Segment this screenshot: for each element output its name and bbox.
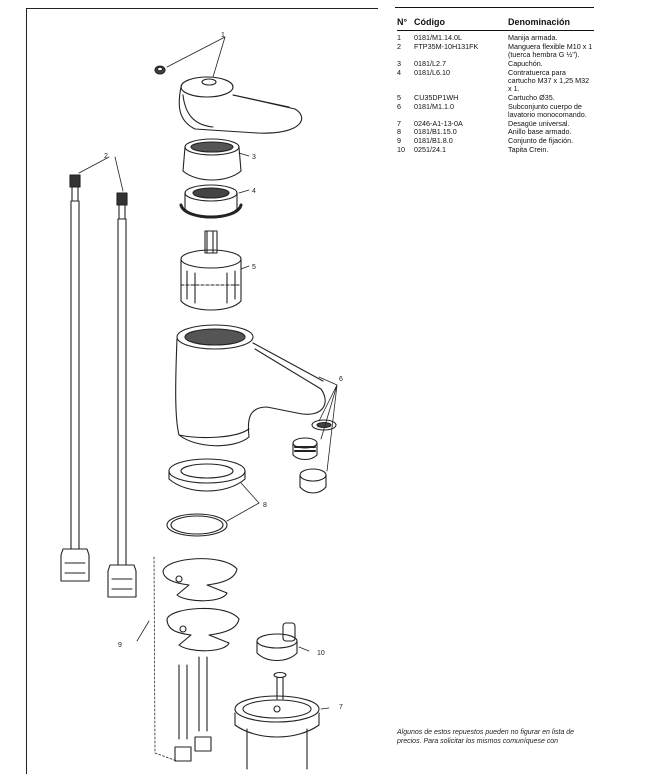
row-num: 7 <box>397 118 401 128</box>
handle-part <box>178 76 303 134</box>
callout-5: 5 <box>252 264 256 271</box>
callout-3: 3 <box>252 154 256 161</box>
row-desc: Tapita Crein. <box>508 144 549 154</box>
table-row: 2 FTP35M-10H131FK Manguera flexible M10 … <box>397 41 594 59</box>
fixing-set-part <box>162 558 240 762</box>
row-code: 0181/B1.8.0 <box>414 136 453 146</box>
base-ring-part <box>166 458 246 537</box>
tapita-crein-part <box>256 622 298 662</box>
exploded-parts-drawing: 1 2 3 4 5 6 7 8 9 10 <box>26 8 378 774</box>
table-row: 4 0181/L6.10 Contratuerca para cartucho … <box>397 67 594 94</box>
row-code: 0251/24.1 <box>414 144 446 154</box>
header-num: N° <box>397 17 408 27</box>
row-num: 5 <box>397 92 401 102</box>
faucet-exploded-view: 1 2 3 4 5 6 7 8 9 10 <box>60 32 343 770</box>
row-code: 0181/M1.14.0L <box>414 33 462 42</box>
callout-7: 7 <box>339 704 343 711</box>
table-row: 7 0246-A1-13-0A Desagüe universal. <box>397 118 594 128</box>
row-desc: Manguera flexible M10 x 1 (tuerca hembra… <box>508 41 593 59</box>
drain-part <box>234 671 320 770</box>
leader-lines <box>78 36 338 762</box>
table-row: 3 0181/L2.7 Capuchón. <box>397 58 594 68</box>
row-code: 0181/L2.7 <box>414 58 446 68</box>
faucet-body-part <box>175 324 326 447</box>
parts-table-header: N° Código Denominación <box>397 15 594 29</box>
header-desc: Denominación <box>508 17 571 27</box>
row-num: 3 <box>397 58 401 68</box>
row-num: 4 <box>397 67 401 77</box>
row-code: FTP35M-10H131FK <box>414 41 479 51</box>
top-rule <box>395 7 594 8</box>
table-row: 9 0181/B1.8.0 Conjunto de fijación. <box>397 136 594 146</box>
row-desc: Contratuerca para cartucho M37 x 1,25 M3… <box>508 67 590 93</box>
row-code: 0246-A1-13-0A <box>414 118 463 128</box>
row-desc: Anillo base armado. <box>508 127 572 137</box>
row-num: 6 <box>397 101 401 111</box>
callout-6: 6 <box>339 376 343 383</box>
table-row: 10 0251/24.1 Tapita Crein. <box>397 144 594 154</box>
row-num: 9 <box>397 136 401 146</box>
footnote: Algunos de estos repuestos pueden no fig… <box>397 729 575 745</box>
row-code: CU35DP1WH <box>414 92 459 102</box>
callout-10: 10 <box>317 650 325 657</box>
table-row: 6 0181/M1.1.0 Subconjunto cuerpo de lava… <box>397 101 594 119</box>
aerator-parts <box>292 419 337 494</box>
callout-4: 4 <box>252 188 256 195</box>
row-num: 10 <box>397 144 405 154</box>
row-num: 1 <box>397 33 401 42</box>
header-code: Código <box>414 17 445 27</box>
table-row: 5 CU35DP1WH Cartucho Ø35. <box>397 92 594 102</box>
locknut-part <box>179 184 243 219</box>
cartridge-part <box>180 230 242 311</box>
parts-table: N° Código Denominación 1 0181/M1.14.0L M… <box>397 15 594 155</box>
callout-1: 1 <box>221 32 225 39</box>
row-desc: Conjunto de fijación. <box>508 136 574 146</box>
row-num: 8 <box>397 127 401 137</box>
row-desc: Subconjunto cuerpo de lavatorio monocoma… <box>508 101 587 119</box>
table-row: 8 0181/B1.15.0 Anillo base armado. <box>397 128 594 136</box>
row-code: 0181/M1.1.0 <box>414 101 454 111</box>
header-rule <box>397 30 594 31</box>
row-code: 0181/B1.15.0 <box>414 127 457 137</box>
cap-part <box>182 138 242 181</box>
row-desc: Capuchón. <box>508 58 543 68</box>
row-num: 2 <box>397 41 401 51</box>
row-desc: Desagüe universal. <box>508 118 570 128</box>
flexible-hoses-part <box>60 174 137 598</box>
callout-8: 8 <box>263 502 267 509</box>
row-desc: Manija armada. <box>508 33 558 42</box>
table-row: 1 0181/M1.14.0L Manija armada. <box>397 33 594 42</box>
callout-2: 2 <box>104 153 108 160</box>
tapita-part <box>154 65 166 75</box>
callout-9: 9 <box>118 642 122 649</box>
row-desc: Cartucho Ø35. <box>508 92 555 102</box>
row-code: 0181/L6.10 <box>414 67 450 77</box>
